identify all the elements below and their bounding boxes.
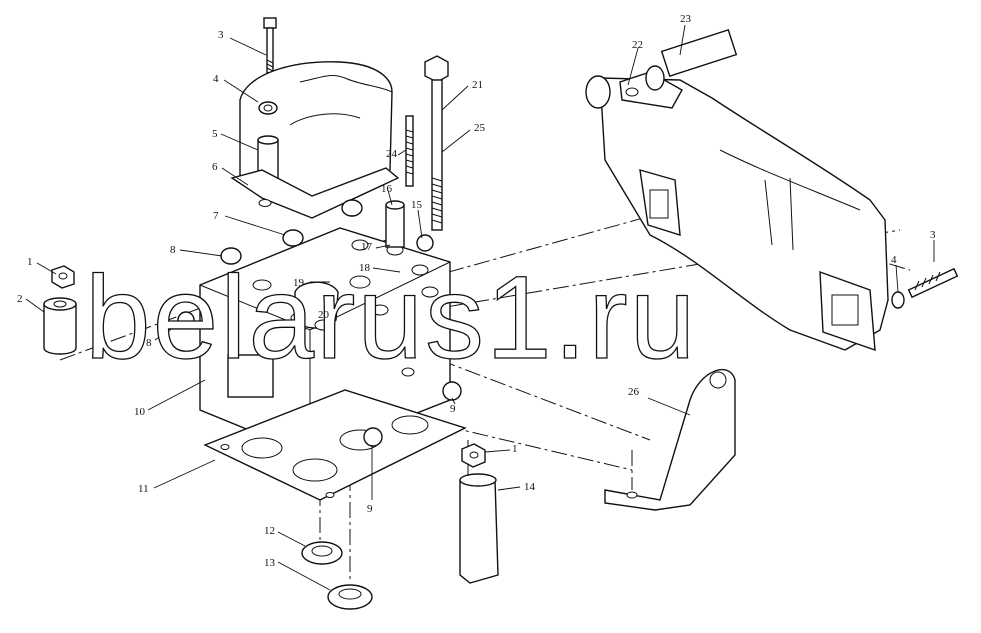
callout-6: 6 [212, 161, 218, 173]
callout-11: 11 [138, 483, 149, 495]
callout-10: 10 [134, 406, 146, 418]
callout-19: 19 [293, 277, 305, 289]
seal-rings [301, 541, 373, 610]
callout-13: 13 [264, 557, 276, 569]
nut-and-sleeve-left [43, 265, 77, 355]
head-gasket [203, 389, 467, 501]
callout-18: 18 [359, 262, 371, 274]
callout-25: 25 [474, 122, 486, 134]
plugs [177, 199, 462, 447]
callout-22: 22 [632, 39, 643, 51]
callout-21: 21 [472, 79, 483, 91]
callout-15: 15 [411, 199, 423, 211]
exhaust-manifold [585, 71, 889, 352]
long-bolts [405, 55, 449, 231]
callout-4: 4 [213, 73, 219, 85]
callout-8: 8 [146, 337, 152, 349]
callout-4: 4 [891, 254, 897, 266]
pipe-fitting [645, 28, 738, 91]
callout-26: 26 [628, 386, 640, 398]
callout-3: 3 [930, 229, 936, 241]
callout-9: 9 [450, 403, 456, 415]
cover-gasket [230, 167, 400, 219]
callout-1: 1 [27, 256, 33, 268]
callout-labels: 3 4 5 6 7 8 8 1 2 10 11 12 13 9 9 1 14 1… [17, 13, 936, 569]
callout-16: 16 [381, 183, 393, 195]
callout-2: 2 [17, 293, 23, 305]
callout-3: 3 [218, 29, 224, 41]
rocker-pin [385, 200, 405, 248]
callout-14: 14 [524, 481, 536, 493]
nut-and-stud-sleeve [459, 443, 499, 584]
leader-lines [25, 24, 935, 591]
callout-20: 20 [318, 309, 330, 321]
callout-12: 12 [264, 525, 275, 537]
callout-9: 9 [367, 503, 373, 515]
callout-1: 1 [512, 443, 518, 455]
callout-5: 5 [212, 128, 218, 140]
callout-23: 23 [680, 13, 692, 25]
bolt-and-washer-right [891, 267, 959, 309]
callout-8: 8 [170, 244, 176, 256]
support-bracket [604, 369, 736, 511]
callout-24: 24 [386, 148, 398, 160]
callout-17: 17 [361, 241, 373, 253]
watermark-text: belarus1.ru [85, 252, 697, 384]
callout-7: 7 [213, 210, 219, 222]
